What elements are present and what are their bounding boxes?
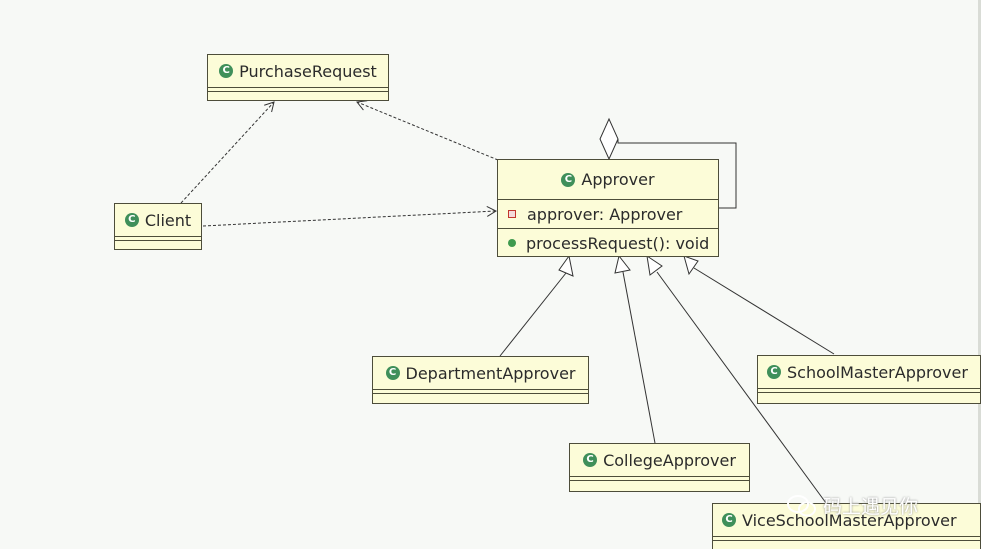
generalization-schoolmaster-head — [683, 255, 699, 276]
class-header: C Client — [115, 204, 201, 237]
generalization-college — [622, 271, 656, 444]
class-departmentapprover[interactable]: C DepartmentApprover — [372, 356, 589, 404]
class-header: C Approver — [498, 160, 718, 200]
attribute-compartment — [373, 390, 588, 394]
class-icon: C — [124, 213, 139, 227]
operation-compartment — [373, 394, 588, 397]
dependency-approver-purchaserequest — [356, 100, 499, 161]
class-name: Approver — [581, 170, 655, 189]
class-approver[interactable]: C Approver approver: Approver processReq… — [497, 159, 719, 257]
dependency-client-approver — [202, 206, 498, 227]
class-name: DepartmentApprover — [405, 363, 576, 383]
class-name: SchoolMasterApprover — [787, 362, 968, 382]
class-name: CollegeApprover — [603, 450, 736, 470]
class-client[interactable]: C Client — [114, 203, 202, 250]
class-viceschoolmasterapprover[interactable]: C ViceSchoolMasterApprover — [712, 503, 981, 549]
private-field-icon — [508, 210, 516, 218]
watermark: 码上遇见你 — [787, 492, 918, 519]
attribute-compartment — [570, 477, 749, 481]
class-schoolmasterapprover[interactable]: C SchoolMasterApprover — [757, 355, 981, 404]
public-method-icon — [508, 239, 516, 247]
operation-compartment — [570, 481, 749, 484]
generalization-viceschoolmaster — [656, 271, 827, 504]
generalization-department-head — [558, 254, 574, 277]
generalization-college-head — [614, 254, 631, 274]
class-header: C ViceSchoolMasterApprover — [713, 504, 980, 537]
class-collegeapprover[interactable]: C CollegeApprover — [569, 443, 750, 492]
class-name: PurchaseRequest — [239, 61, 377, 81]
dependency-client-purchaserequest — [180, 101, 275, 204]
operation-compartment — [115, 241, 201, 244]
class-icon: C — [385, 366, 400, 380]
class-name: ViceSchoolMasterApprover — [742, 510, 957, 530]
operation-compartment — [758, 393, 980, 396]
watermark-text: 码上遇见你 — [823, 496, 919, 518]
aggregation-approver-self — [599, 117, 619, 161]
class-icon: C — [767, 365, 781, 379]
class-icon: C — [583, 453, 598, 467]
class-icon: C — [722, 513, 736, 527]
class-header: C SchoolMasterApprover — [758, 356, 980, 389]
class-icon: C — [219, 64, 234, 78]
attribute-compartment — [758, 389, 980, 393]
field-approver: approver: Approver — [498, 200, 718, 228]
attribute-compartment — [115, 237, 201, 241]
wechat-logo-icon — [787, 494, 816, 516]
class-icon: C — [561, 172, 576, 187]
generalization-viceschoolmaster-head — [646, 254, 663, 276]
operation-compartment — [208, 92, 388, 95]
method-text: processRequest(): void — [526, 233, 710, 253]
class-name: Client — [144, 210, 192, 230]
class-header: C CollegeApprover — [570, 444, 749, 477]
attribute-compartment — [208, 88, 388, 92]
window-edge — [978, 0, 981, 549]
attribute-compartment — [713, 537, 980, 541]
class-purchaserequest[interactable]: C PurchaseRequest — [207, 54, 389, 101]
aggregation-approver-self-line — [617, 139, 737, 209]
field-text: approver: Approver — [527, 204, 683, 224]
method-processrequest: processRequest(): void — [498, 228, 718, 256]
generalization-schoolmaster — [693, 267, 835, 355]
generalization-department — [499, 272, 567, 357]
class-header: C PurchaseRequest — [208, 55, 388, 88]
class-header: C DepartmentApprover — [373, 357, 588, 390]
